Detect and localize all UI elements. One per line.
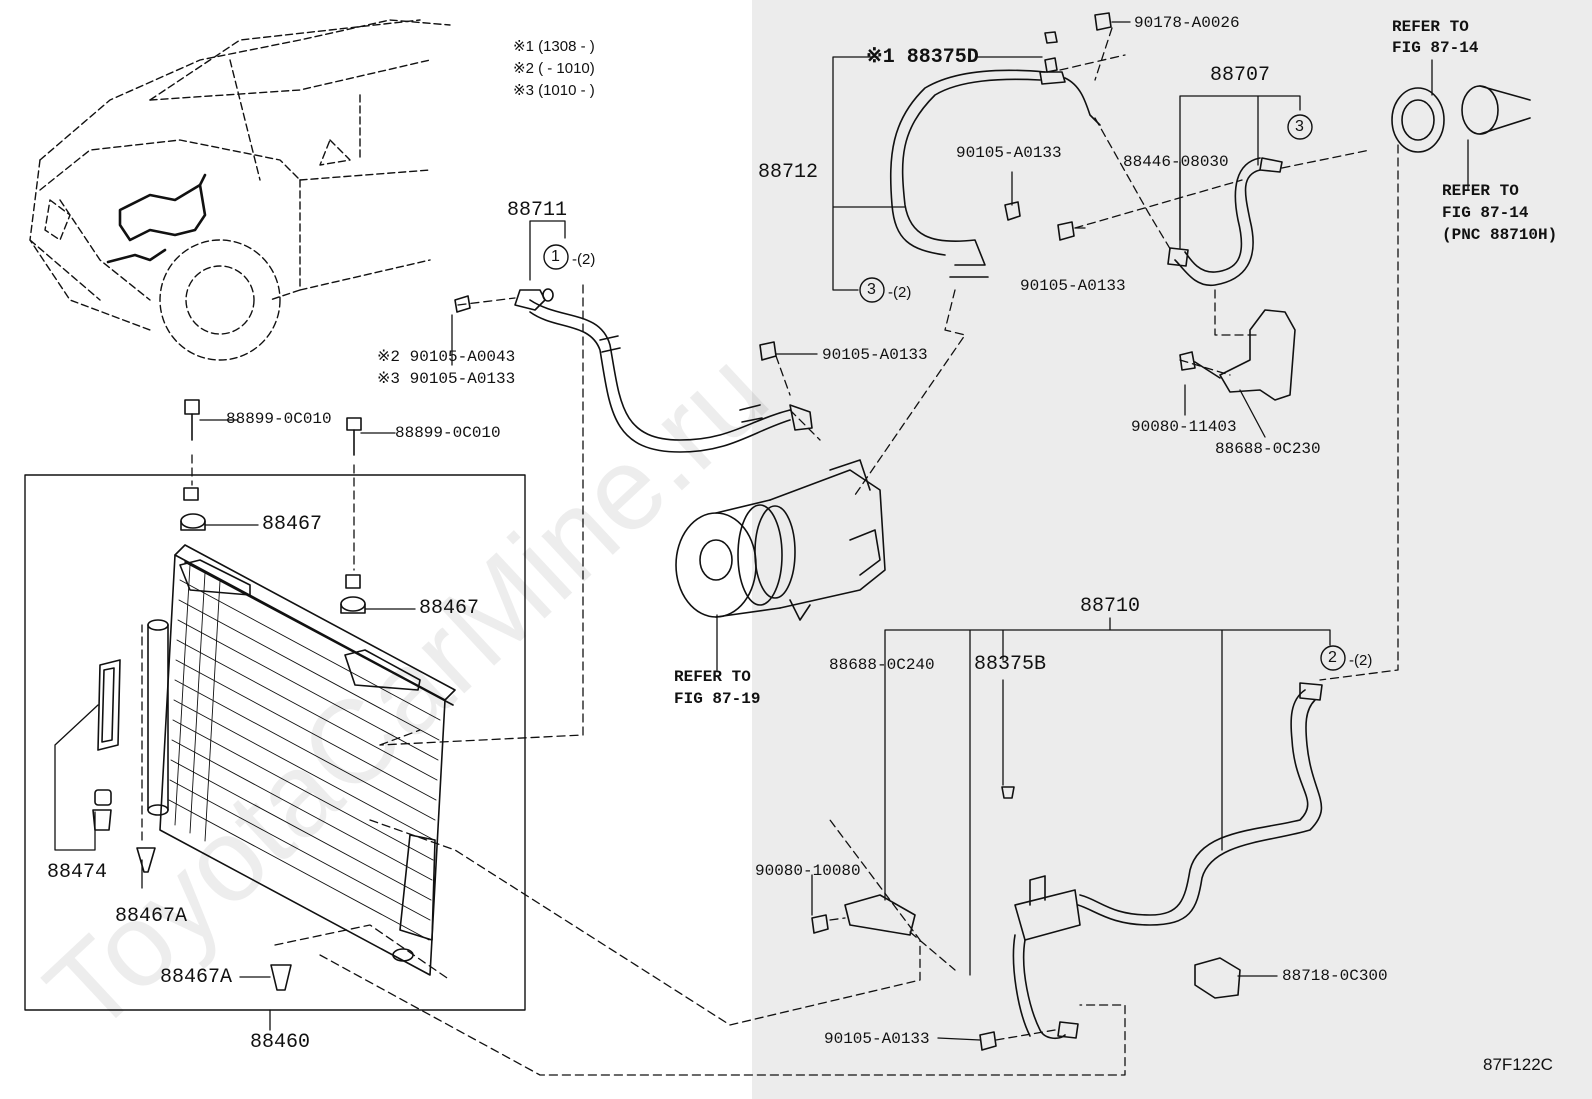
note-1: ※1 (1308 - ): [513, 38, 595, 55]
callout-2-qty: -(2): [1349, 652, 1373, 669]
pipe-88710: [1012, 682, 1323, 1040]
part-90105-a0133-compressor: 90105-A0133: [822, 346, 928, 364]
ref-fig-87-14-a-line1: REFER TO: [1392, 18, 1469, 36]
callout-1-num: 1: [551, 248, 560, 265]
callout-3b-num: 3: [1295, 118, 1304, 135]
clamp-88718: [1194, 957, 1241, 999]
note-3: ※3 (1010 - ): [513, 82, 595, 99]
part-88446-08030: 88446-08030: [1123, 153, 1229, 171]
connection-dashed-lines: [141, 27, 1399, 1076]
part-88688-0c230: 88688-0C230: [1215, 440, 1321, 458]
part-90105-a0133-bottom: 90105-A0133: [824, 1030, 930, 1048]
part-88707: 88707: [1210, 64, 1271, 87]
callout-2-num: 2: [1328, 649, 1337, 666]
condenser-assembly-box: [24, 474, 526, 1011]
part-88460: 88460: [250, 1031, 311, 1054]
part-90105-a0133-s3: ※3 90105-A0133: [377, 370, 516, 388]
part-90105-a0133-mid: 90105-A0133: [1020, 277, 1126, 295]
part-88467-b: 88467: [419, 597, 480, 620]
part-88474: 88474: [47, 861, 108, 884]
part-90080-10080: 90080-10080: [755, 862, 861, 880]
truck-ac-lines: [106, 173, 207, 264]
ref-fig-87-14-a-line2: FIG 87-14: [1392, 39, 1479, 57]
part-88710: 88710: [1080, 595, 1141, 618]
part-90178-a0026: 90178-A0026: [1134, 14, 1240, 32]
dryer-element: [92, 659, 121, 831]
leader-lines: [54, 21, 1469, 1041]
ref-fig-87-14-b-line3: (PNC 88710H): [1442, 226, 1558, 244]
condenser-core: [147, 544, 456, 976]
callout-3-num: 3: [867, 281, 876, 298]
callout-1-qty: -(2): [572, 251, 596, 268]
part-88467a-b: 88467A: [160, 966, 233, 989]
hose-88712: [889, 57, 1101, 278]
bracket-88688-0c230: [1179, 309, 1296, 401]
part-90105-a0133-top: 90105-A0133: [956, 144, 1062, 162]
ref-fig-87-19-line1: REFER TO: [674, 668, 751, 686]
note-2: ※2 ( - 1010): [513, 60, 595, 77]
part-88899-0c010-b: 88899-0C010: [395, 424, 501, 442]
pipe-88707: [1167, 157, 1283, 286]
callout-circles: [543, 114, 1346, 671]
part-88712: 88712: [758, 161, 819, 184]
bracket-88688-0c240: [844, 894, 916, 936]
part-88711: 88711: [507, 199, 568, 222]
part-88688-0c240: 88688-0C240: [829, 656, 935, 674]
part-88467a-a: 88467A: [115, 905, 188, 928]
part-90080-11403: 90080-11403: [1131, 418, 1237, 436]
hose-88711: [454, 288, 813, 453]
shaded-background-region: [752, 0, 1592, 1099]
part-88899-0c010-a: 88899-0C010: [226, 410, 332, 428]
ref-fig-87-14-b-line1: REFER TO: [1442, 182, 1519, 200]
part-88375b: 88375B: [974, 653, 1047, 676]
expansion-valve-parts: [1391, 85, 1531, 153]
mount-hardware: [136, 399, 366, 991]
diagram-code: 87F122C: [1483, 1055, 1553, 1074]
part-88375d: ※1 88375D: [866, 46, 979, 69]
ref-fig-87-14-b-line2: FIG 87-14: [1442, 204, 1529, 222]
callout-3-qty: -(2): [888, 284, 912, 301]
part-88718-0c300: 88718-0C300: [1282, 967, 1388, 985]
ref-fig-87-19-line2: FIG 87-19: [674, 690, 761, 708]
truck-illustration: [29, 19, 451, 361]
part-88467-a: 88467: [262, 513, 323, 536]
part-90105-a0043: ※2 90105-A0043: [377, 348, 516, 366]
compressor: [675, 459, 886, 621]
